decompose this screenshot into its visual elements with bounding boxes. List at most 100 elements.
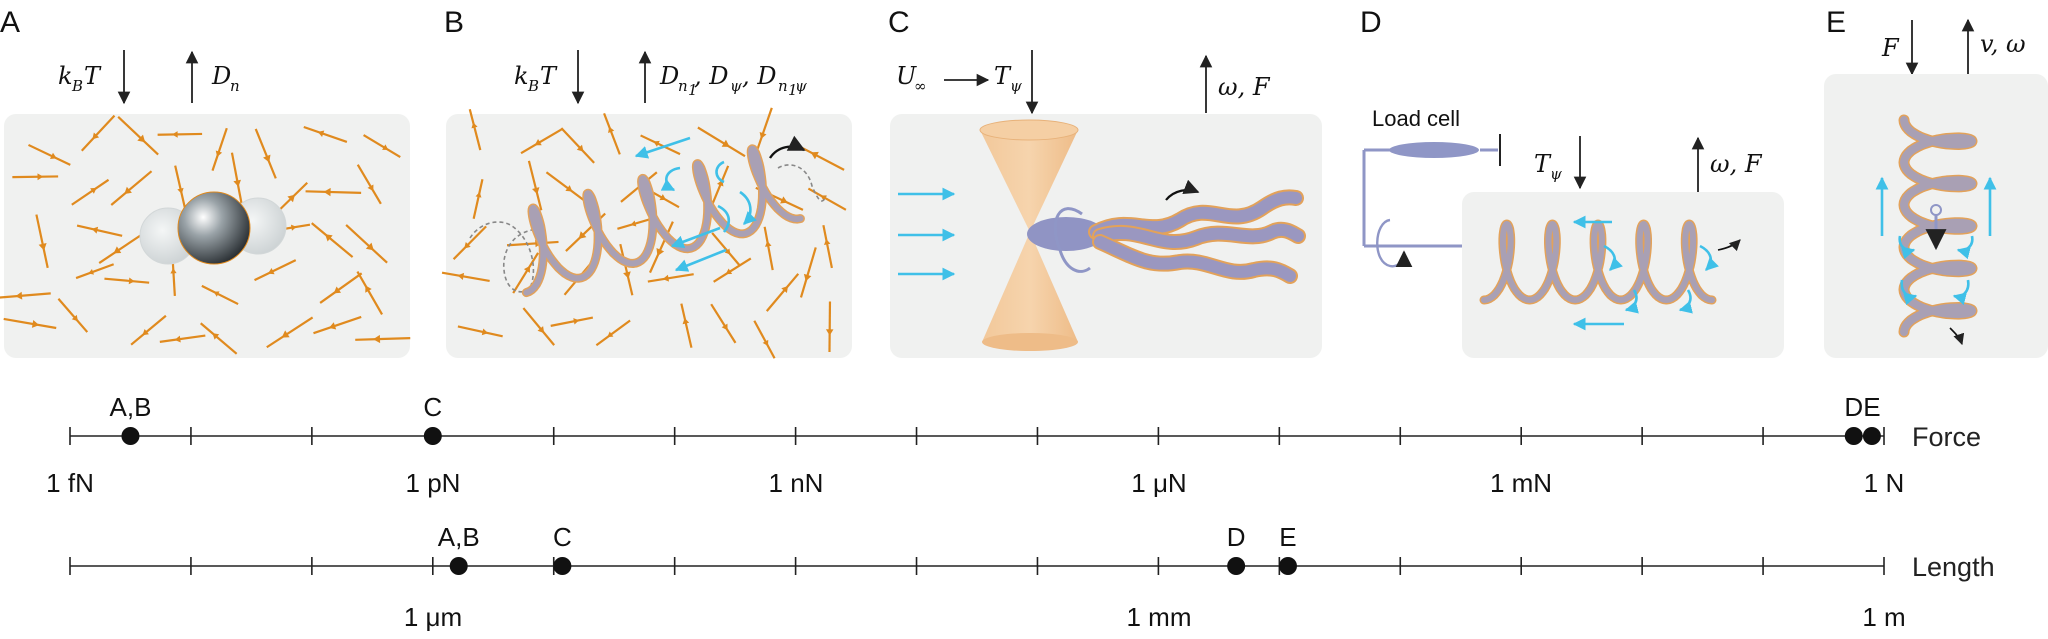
force-tick-label-1fn: 1 fN: [46, 468, 94, 498]
panel-b-helix: [521, 144, 805, 298]
director-arrowhead: [565, 185, 573, 192]
force-tick-label-1pn: 1 pN: [406, 468, 461, 498]
force-tick-label-1mn: 1 mN: [1490, 468, 1552, 498]
director-arrowhead: [623, 271, 631, 279]
director-needle: [110, 170, 153, 206]
panel-c-inflow-arrows: [898, 187, 956, 281]
director-needle: [647, 273, 694, 283]
director-needle: [159, 334, 206, 343]
director-arrowhead: [576, 144, 584, 152]
panel-a-orientation-field: [0, 114, 411, 355]
director-arrowhead: [382, 144, 389, 150]
director-arrowhead: [464, 241, 471, 249]
director-arrowhead: [128, 277, 135, 285]
length-tick-label-1m: 1 m: [1862, 602, 1905, 632]
director-arrowhead: [212, 333, 220, 340]
panel-c-uinf-label: U∞: [896, 62, 927, 95]
panel-c-cone: [979, 119, 1079, 351]
director-arrowhead: [682, 317, 690, 325]
director-needle: [0, 292, 51, 299]
scale-marker-label: E: [1279, 522, 1296, 552]
director-arrowhead: [367, 184, 374, 192]
director-arrowhead: [137, 134, 146, 143]
svg-text:n: n: [778, 77, 788, 95]
director-needle: [512, 252, 540, 294]
director-arrowhead: [170, 268, 177, 274]
panel-e-letter: E: [1826, 6, 1846, 39]
svg-text:D: D: [659, 62, 679, 90]
svg-text:, D: , D: [694, 62, 729, 90]
scale-marker-label: D: [1844, 392, 1863, 422]
director-needle: [765, 273, 800, 312]
svg-text:B: B: [527, 77, 539, 95]
director-needle: [254, 259, 297, 282]
scale-marker-label: E: [1863, 392, 1880, 422]
director-arrowhead: [662, 274, 670, 282]
panel-c-head: [1027, 217, 1105, 251]
director-arrowhead: [825, 329, 834, 336]
director-arrowhead: [759, 131, 767, 139]
director-arrowhead: [537, 326, 545, 334]
director-needle: [468, 108, 482, 151]
scale-marker-dot: [449, 557, 468, 575]
svg-text:, D: , D: [742, 62, 777, 90]
svg-text:ψ: ψ: [795, 77, 807, 95]
director-arrowhead: [323, 187, 331, 197]
director-arrowhead: [113, 246, 122, 254]
director-arrowhead: [263, 154, 271, 163]
svg-text:T: T: [540, 62, 558, 90]
director-arrowhead: [762, 339, 769, 347]
director-needle: [28, 143, 71, 166]
director-needle: [12, 175, 59, 179]
director-arrowhead: [653, 140, 660, 147]
director-needle: [76, 224, 123, 237]
svg-text:∞: ∞: [914, 77, 927, 95]
panel-e-rotation-arrow: [1949, 327, 1965, 346]
director-arrowhead: [781, 285, 789, 293]
director-arrowhead: [725, 268, 733, 275]
director-arrowhead: [523, 265, 531, 273]
director-arrowhead: [142, 329, 149, 336]
director-arrowhead: [213, 291, 220, 297]
director-arrowhead: [607, 331, 614, 338]
scale-marker-dot: [1862, 427, 1881, 445]
director-needle: [211, 127, 228, 171]
force-tick-labels: 1 fN 1 pN 1 nN 1 μN 1 mN 1 N: [46, 468, 1904, 498]
svg-text:k: k: [514, 62, 529, 90]
director-arrowhead: [534, 138, 542, 146]
director-needle: [822, 224, 833, 269]
director-arrowhead: [481, 328, 489, 336]
panel-c-flagella: [1088, 189, 1306, 284]
svg-text:T: T: [84, 62, 102, 90]
length-tick-labels: 1 μm 1 mm 1 m: [404, 602, 1906, 632]
director-needle: [117, 116, 159, 156]
panel-e-v-omega-label: v, ω: [1980, 30, 2026, 58]
director-arrowhead: [578, 231, 587, 239]
director-needle: [230, 152, 243, 204]
director-needle: [57, 298, 89, 333]
svg-text:k: k: [58, 62, 73, 90]
panel-b-flow-arrows: [634, 136, 757, 272]
length-axis-name: Length: [1912, 552, 1995, 582]
svg-text:1: 1: [788, 81, 798, 99]
director-needle: [545, 171, 586, 202]
director-arrowhead: [471, 122, 478, 129]
director-needle: [452, 225, 487, 260]
director-arrowhead: [365, 285, 372, 293]
director-arrowhead: [49, 152, 57, 160]
director-needle: [506, 240, 559, 247]
panel-e-f-label: F: [1881, 34, 1900, 62]
svg-text:n: n: [678, 77, 688, 95]
director-arrowhead: [824, 239, 831, 246]
panel-b-ghost-helix-left: [469, 221, 535, 293]
director-needle: [710, 303, 737, 344]
director-needle: [311, 222, 354, 258]
director-needle: [303, 125, 348, 143]
